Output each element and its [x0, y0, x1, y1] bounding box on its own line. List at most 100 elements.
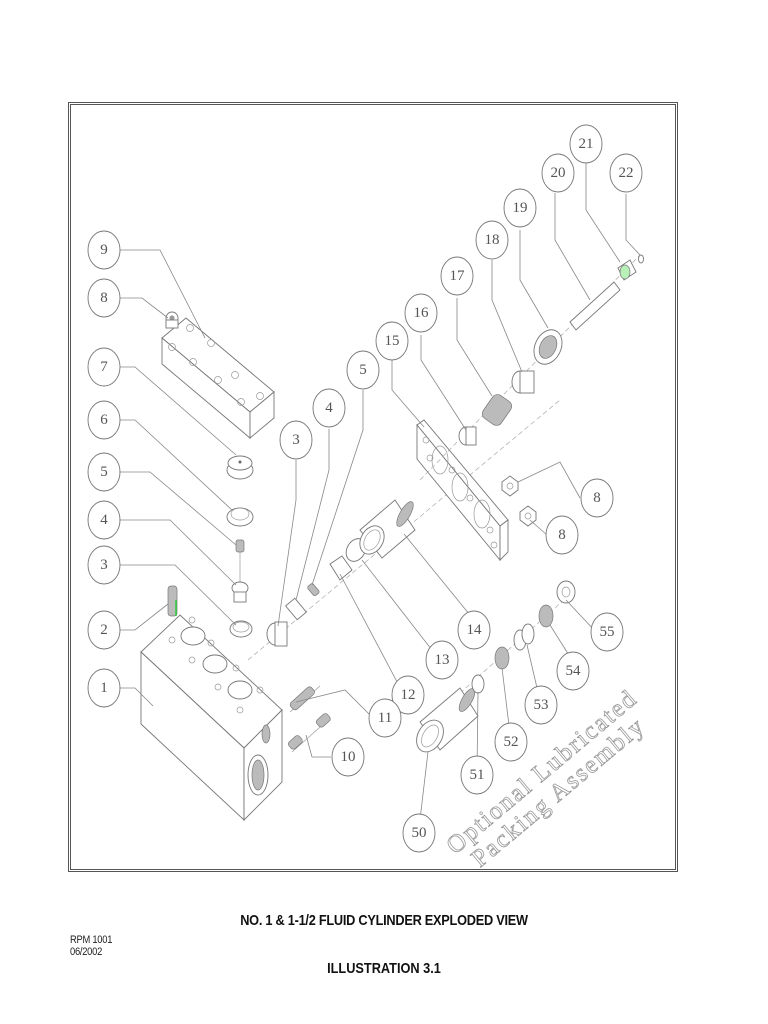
svg-text:18: 18	[485, 232, 500, 248]
svg-text:5: 5	[359, 362, 367, 378]
document-id-block: RPM 1001 06/2002	[70, 934, 112, 958]
svg-text:13: 13	[435, 652, 450, 668]
watermark-line-2: Packing Assembly	[467, 712, 651, 872]
balloon-13: 13	[425, 640, 459, 680]
balloon-51: 51	[460, 755, 494, 795]
balloon-18: 18	[475, 220, 509, 260]
balloon-21: 21	[569, 124, 603, 164]
part-5-spring	[235, 539, 245, 553]
balloon-4: 4	[87, 500, 121, 540]
svg-text:4: 4	[325, 400, 333, 416]
svg-text:55: 55	[600, 624, 615, 640]
part-55-bushing	[556, 580, 576, 604]
balloon-20: 20	[541, 153, 575, 193]
part-18-bushing	[511, 370, 535, 394]
part-20-plunger	[569, 281, 621, 331]
part-54-packing	[538, 604, 554, 628]
balloon-2: 2	[87, 610, 121, 650]
balloon-3: 3	[87, 545, 121, 585]
svg-text:1: 1	[100, 680, 108, 696]
balloon-14: 14	[457, 610, 491, 650]
svg-text:3: 3	[292, 432, 300, 448]
balloon-54: 54	[556, 651, 590, 691]
balloon-16: 16	[404, 293, 438, 333]
balloon-50: 50	[402, 813, 436, 853]
balloon-12: 12	[391, 675, 425, 715]
svg-text:2: 2	[100, 622, 108, 638]
part-1-body	[140, 614, 283, 822]
svg-text:20: 20	[551, 165, 566, 181]
part-52-packing	[494, 646, 510, 670]
balloon-4b: 4	[312, 388, 346, 428]
balloon-5b: 5	[346, 350, 380, 390]
balloon-10: 10	[331, 737, 365, 777]
svg-text:10: 10	[341, 749, 356, 765]
balloon-17: 17	[440, 256, 474, 296]
part-8-nut-c	[519, 505, 537, 527]
svg-text:54: 54	[566, 663, 582, 679]
svg-text:6: 6	[100, 412, 108, 428]
part-4-valve-b	[284, 597, 308, 621]
part-12-retainer	[329, 555, 353, 581]
part-7-cap	[226, 455, 254, 480]
svg-text:50: 50	[412, 825, 427, 841]
doc-date: 06/2002	[70, 946, 103, 958]
svg-text:5: 5	[100, 464, 108, 480]
svg-text:53: 53	[534, 697, 549, 713]
svg-text:15: 15	[385, 333, 400, 349]
balloon-6: 6	[87, 400, 121, 440]
leader-lines	[120, 162, 641, 829]
part-11-stud	[289, 685, 321, 713]
svg-text:17: 17	[450, 268, 466, 284]
svg-text:8: 8	[100, 290, 108, 306]
svg-text:7: 7	[100, 359, 108, 375]
part-16-bushing	[458, 426, 477, 446]
part-8-nut	[165, 311, 179, 329]
balloon-3b: 3	[279, 420, 313, 460]
part-5-spring-b	[307, 583, 320, 597]
balloon-8: 8	[87, 278, 121, 318]
document-title: NO. 1 & 1-1/2 FLUID CYLINDER EXPLODED VI…	[240, 912, 528, 929]
svg-text:51: 51	[470, 767, 485, 783]
part-4-valve	[231, 552, 249, 603]
part-14-sleeve	[359, 499, 416, 559]
part-15-plate	[416, 419, 509, 562]
balloon-15: 15	[375, 321, 409, 361]
balloon-8c: 8	[545, 515, 579, 555]
svg-text:22: 22	[619, 165, 634, 181]
part-51-ring	[471, 674, 485, 694]
part-9-plate	[161, 317, 275, 439]
svg-text:9: 9	[100, 242, 108, 258]
part-53-adapter	[513, 623, 535, 651]
svg-text:21: 21	[579, 136, 594, 152]
part-6-ring	[226, 507, 254, 527]
svg-text:14: 14	[467, 622, 483, 638]
part-19-gland-nut	[533, 329, 563, 365]
svg-text:16: 16	[414, 305, 430, 321]
svg-text:8: 8	[593, 490, 601, 506]
balloon-5: 5	[87, 452, 121, 492]
balloon-55: 55	[590, 612, 624, 652]
svg-text:19: 19	[513, 200, 528, 216]
illustration-number: ILLUSTRATION 3.1	[327, 960, 441, 977]
balloon-1: 1	[87, 668, 121, 708]
doc-number: RPM 1001	[70, 934, 113, 946]
balloon-22: 22	[609, 153, 643, 193]
svg-text:52: 52	[504, 734, 519, 750]
balloon-8b: 8	[580, 478, 614, 518]
part-2-stud	[167, 585, 178, 617]
balloon-52: 52	[494, 722, 528, 762]
part-22-oring	[638, 254, 644, 264]
svg-text:12: 12	[401, 687, 416, 703]
balloon-9: 9	[87, 230, 121, 270]
part-8-nut-b	[501, 475, 519, 497]
svg-text:3: 3	[100, 557, 108, 573]
svg-text:4: 4	[100, 512, 108, 528]
balloon-53: 53	[524, 685, 558, 725]
svg-text:8: 8	[558, 527, 566, 543]
balloon-11: 11	[368, 698, 402, 738]
part-3-seat	[229, 620, 253, 638]
part-10-stud	[288, 713, 331, 753]
part-17-packing	[481, 394, 513, 426]
